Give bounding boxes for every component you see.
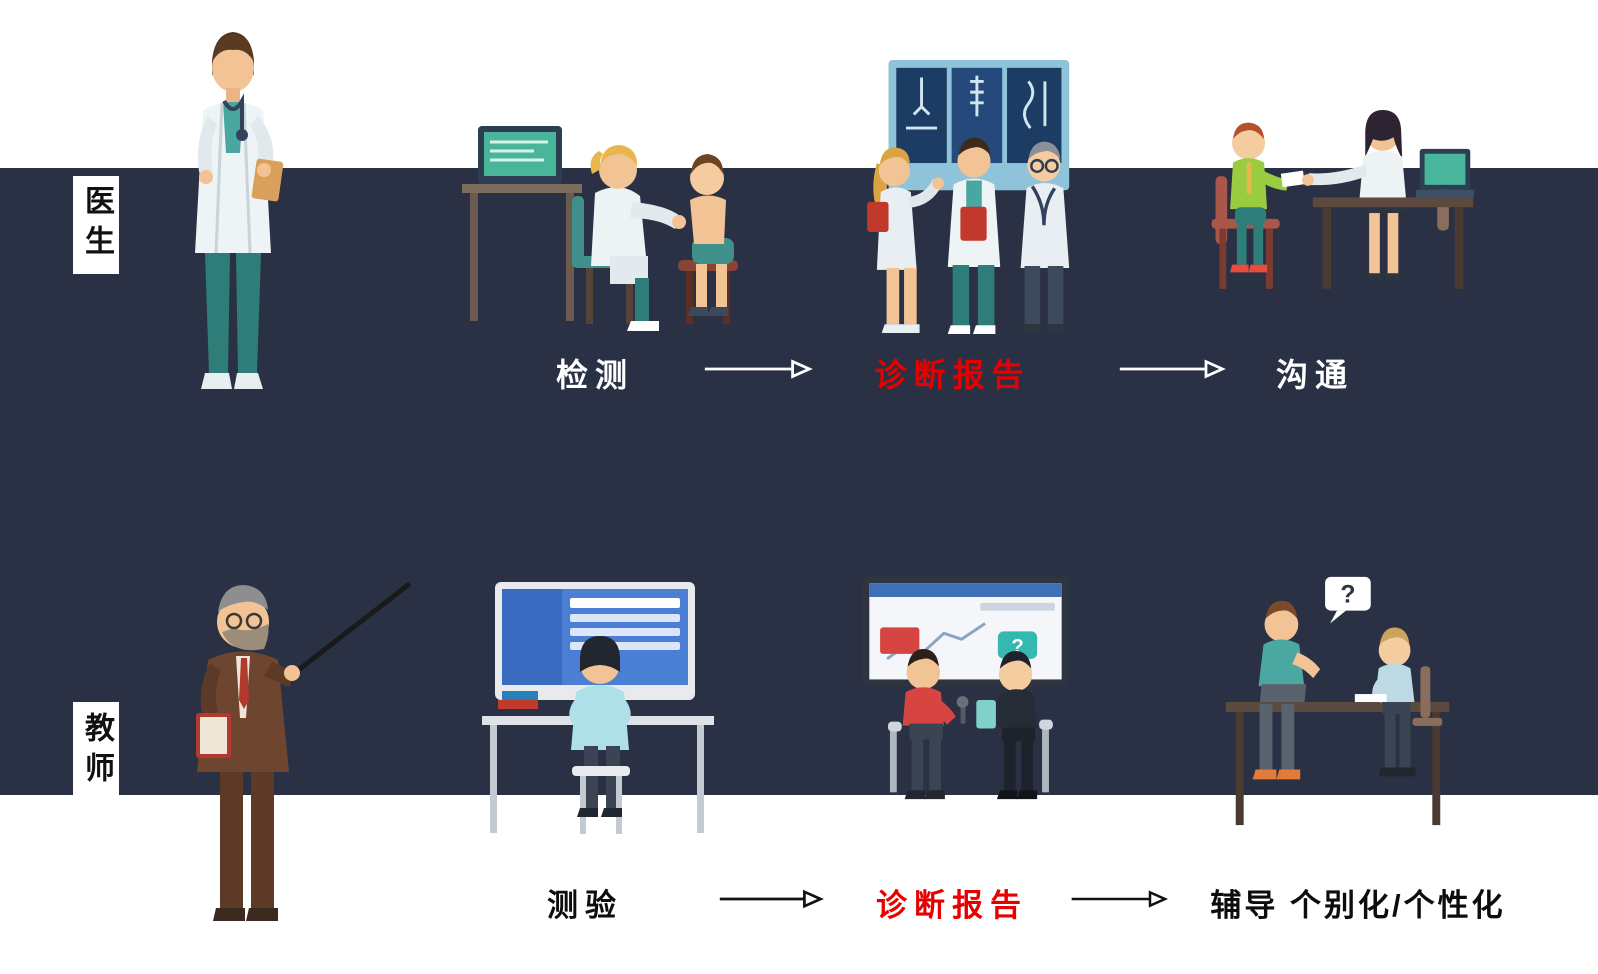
doctors-xray-discussion-illustration (867, 60, 1070, 334)
question-mark-glyph: ? (1340, 582, 1355, 609)
teachers-report-discussion-illustration: ? (862, 576, 1069, 800)
arrow-report-to-communication (1118, 356, 1228, 382)
arrow-report-to-tutoring (1070, 886, 1170, 912)
step-label-diagnosis-report-teacher: 诊断报告 (876, 888, 1028, 923)
doctor-examining-child-illustration (462, 126, 738, 331)
standing-doctor-illustration (195, 32, 284, 389)
student-at-computer-illustration (482, 582, 714, 834)
step-label-communication: 沟通 (1275, 357, 1354, 393)
arrow-detection-to-report (703, 356, 815, 382)
teacher-with-pointer-illustration (196, 582, 411, 921)
one-on-one-tutoring-illustration: ? (1225, 576, 1450, 826)
step-label-test: 测验 (547, 888, 623, 923)
doctor-child-consultation-illustration (1211, 109, 1475, 289)
row-label-teacher: 教师 (73, 702, 119, 802)
step-label-diagnosis-report-doctor: 诊断报告 (874, 357, 1031, 393)
step-label-tutoring-individualized: 辅导 个别化/个性化 (1210, 888, 1506, 923)
row-label-doctor: 医生 (73, 176, 119, 274)
step-label-detection: 检测 (555, 357, 634, 393)
arrow-test-to-report (718, 886, 826, 912)
